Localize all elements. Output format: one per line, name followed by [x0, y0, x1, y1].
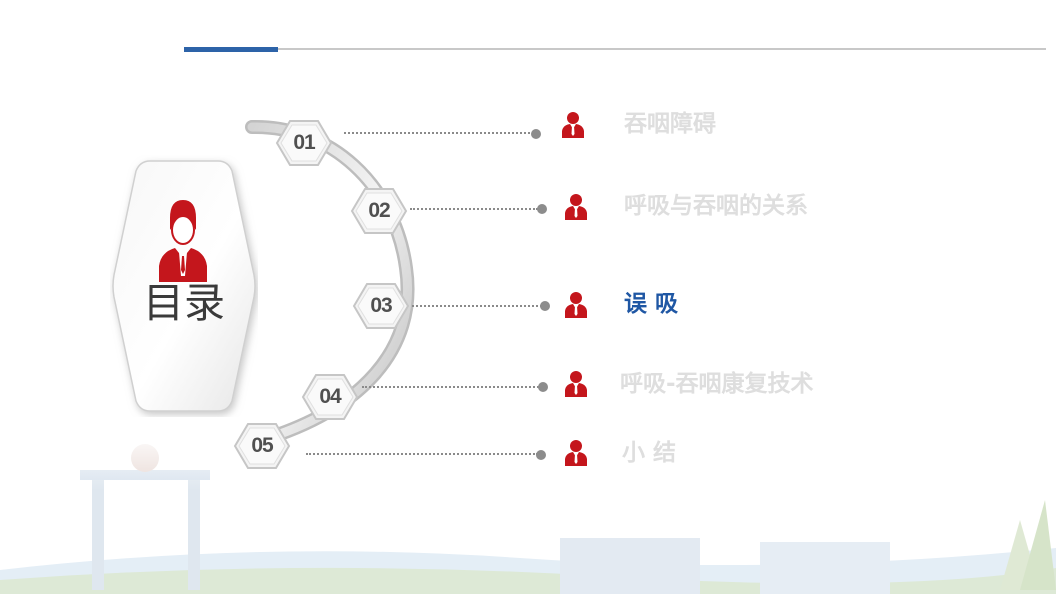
connector-dot-05: [536, 450, 546, 460]
connector-line-02: [410, 208, 538, 210]
toc-title: 目录: [143, 279, 225, 327]
header-rule-accent: [184, 47, 278, 52]
connector-line-03: [412, 305, 542, 307]
person-icon: [565, 292, 587, 318]
connector-line-04: [362, 386, 542, 388]
connector-dot-01: [531, 129, 541, 139]
number-badge-02: 02: [350, 186, 408, 236]
menu-item-label-05[interactable]: 小 结: [622, 440, 677, 466]
menu-item-label-04[interactable]: 呼吸-吞咽康复技术: [620, 371, 814, 397]
connector-dot-04: [538, 382, 548, 392]
person-icon: [565, 194, 587, 220]
item-number: 01: [293, 131, 315, 154]
person-icon: [562, 112, 584, 138]
hexagon-shape: [275, 120, 333, 166]
person-icon: [565, 371, 587, 397]
number-badge-05: 05: [233, 421, 291, 471]
hexagon-shape: [233, 423, 291, 469]
number-badge-01: 01: [275, 118, 333, 168]
person-icon: [565, 440, 587, 466]
connector-dot-03: [540, 301, 550, 311]
hexagon-shape: [301, 374, 359, 420]
item-number: 03: [370, 294, 392, 317]
item-number: 02: [368, 199, 390, 222]
number-badge-03: 03: [352, 281, 410, 331]
menu-item-label-03[interactable]: 误 吸: [624, 291, 679, 317]
number-badge-04: 04: [301, 372, 359, 422]
connector-line-05: [306, 453, 538, 455]
item-number: 04: [319, 385, 341, 408]
menu-item-label-01[interactable]: 吞咽障碍: [624, 111, 716, 137]
header-rule-thin: [184, 48, 1046, 50]
item-number: 05: [251, 434, 273, 457]
connector-dot-02: [537, 204, 547, 214]
menu-item-label-02[interactable]: 呼吸与吞咽的关系: [624, 193, 808, 219]
hexagon-shape: [350, 188, 408, 234]
toc-hexagon: [112, 160, 256, 412]
background-scenery: [0, 430, 1056, 594]
connector-line-01: [344, 132, 534, 134]
hexagon-shape: [352, 283, 410, 329]
person-icon: [159, 200, 207, 282]
